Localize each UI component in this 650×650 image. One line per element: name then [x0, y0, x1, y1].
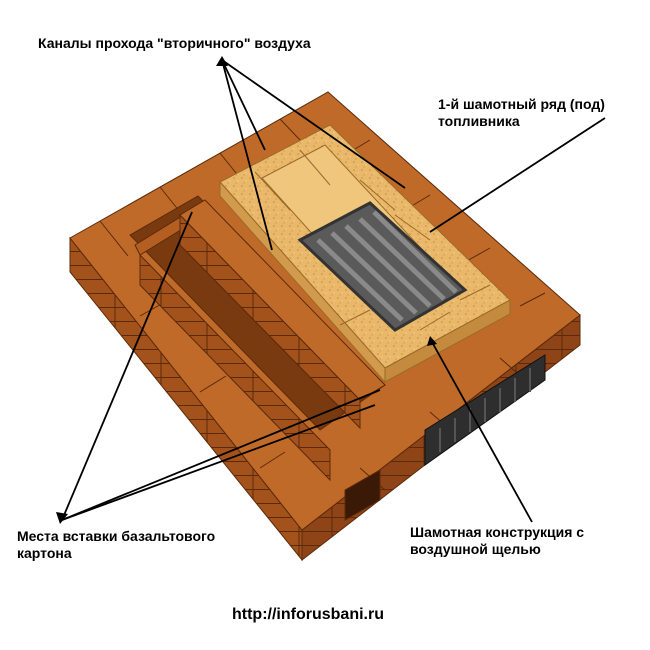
base-vent-opening	[344, 469, 381, 521]
well-step-top	[179, 199, 386, 401]
label-secondary-air-channels: Каналы прохода "вторичного" воздуха	[38, 35, 311, 51]
label-basalt-line2: картона	[17, 545, 72, 561]
pointer-lines	[61, 59, 606, 523]
label-chamotte-line2: воздушной щелью	[410, 541, 541, 557]
label-first-chamotte-row: 1-й шамотный ряд (под) топливника	[438, 96, 605, 130]
label-chamotte-construction: Шамотная конструкция с воздушной щелью	[410, 524, 584, 558]
well-lower-wall	[139, 253, 331, 482]
pointer-arrowheads	[56, 56, 437, 524]
inner-brick-well	[129, 195, 386, 482]
label-first-chamotte-row-line2: топливника	[438, 113, 520, 129]
grate-frame	[297, 201, 468, 332]
chamotte-right-face	[384, 299, 511, 383]
label-first-chamotte-row-line1: 1-й шамотный ряд (под)	[438, 96, 605, 112]
ash-door-icon	[424, 354, 546, 466]
label-basalt-line1: Места вставки базальтового	[17, 528, 216, 544]
grate-icon	[297, 201, 468, 332]
label-chamotte-line1: Шамотная конструкция с	[410, 524, 585, 540]
label-basalt-board-places: Места вставки базальтового картона	[17, 528, 215, 562]
source-url: http://inforusbani.ru	[232, 606, 384, 623]
